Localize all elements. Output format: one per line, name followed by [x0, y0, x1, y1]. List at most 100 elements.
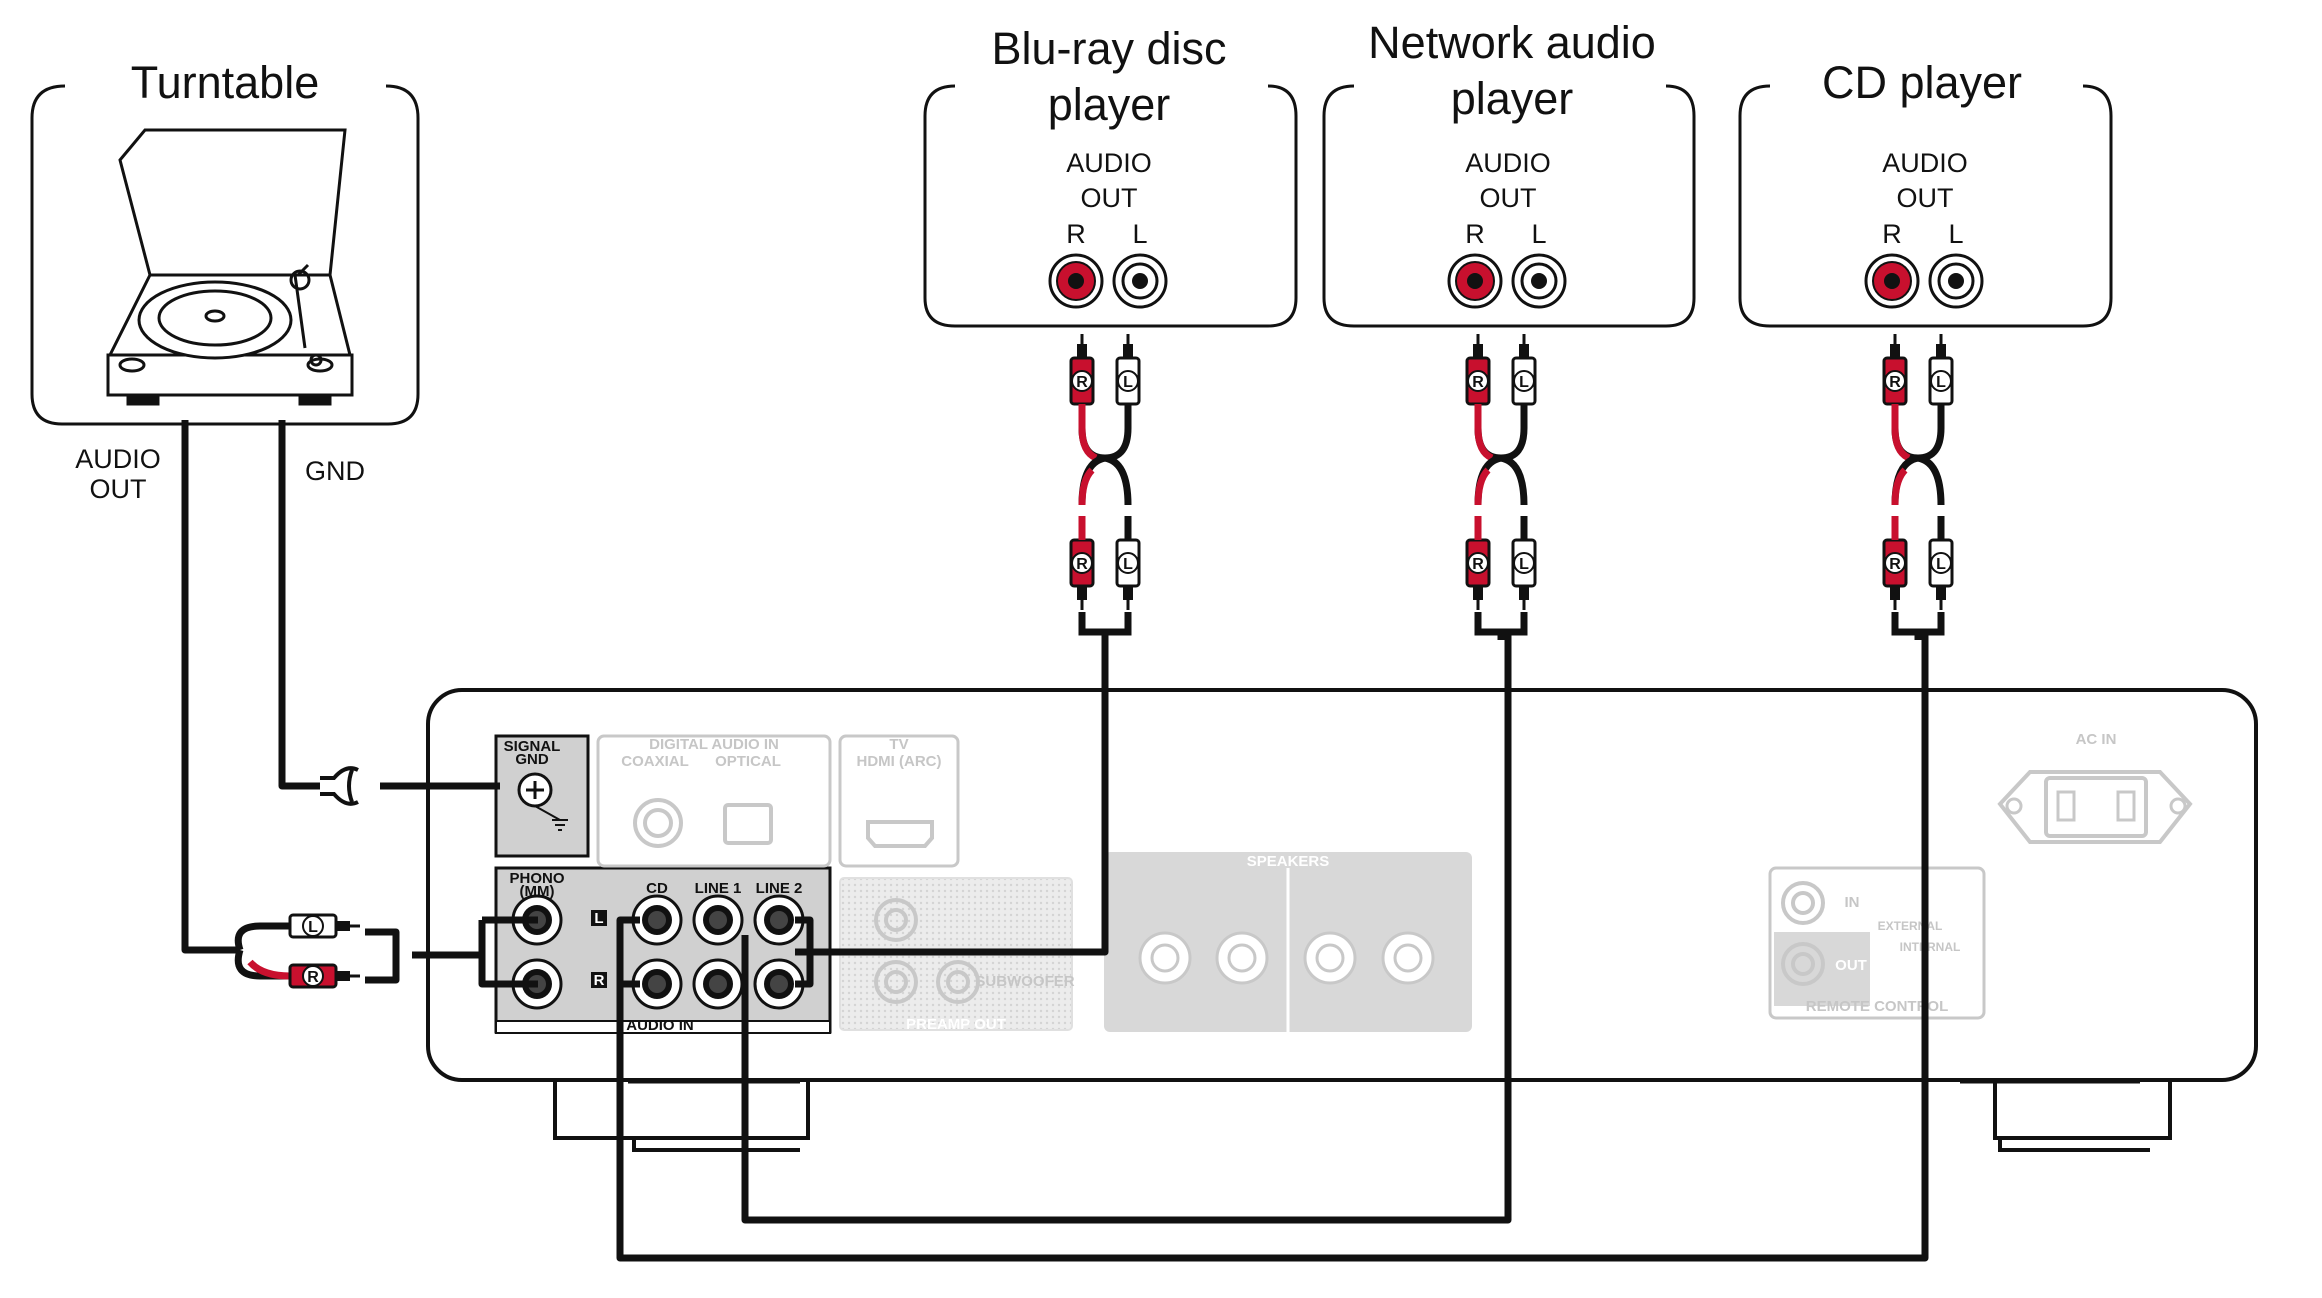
hdmi-arc-label: HDMI (ARC): [857, 753, 942, 770]
turntable-audio-out-line1: AUDIO: [75, 444, 161, 474]
tv-hdmi-block: TV HDMI (ARC): [838, 734, 960, 868]
bluray-audio-label: AUDIO: [1066, 148, 1152, 178]
internal-label: INTERNAL: [1900, 940, 1961, 954]
channel-l-label: L: [594, 910, 603, 927]
digital-audio-in-block: DIGITAL AUDIO IN COAXIAL OPTICAL: [596, 734, 832, 868]
cd-r-label: R: [1882, 219, 1902, 249]
phono-label-1: PHONO: [509, 870, 564, 887]
external-label: EXTERNAL: [1878, 919, 1943, 933]
network-audio-device: Network audio player AUDIO OUT R L: [1322, 17, 1696, 328]
network-jack-l: [1511, 253, 1567, 309]
turntable-audio-out-line2: OUT: [90, 474, 147, 504]
network-out-label: OUT: [1480, 183, 1537, 213]
line2-input-label: LINE 2: [756, 880, 803, 897]
bluray-out-label: OUT: [1081, 183, 1138, 213]
cable-routing: [181, 420, 1929, 1262]
remote-control-label: REMOTE CONTROL: [1806, 998, 1949, 1015]
line1-input-label: LINE 1: [695, 880, 742, 897]
audio-in-block: AUDIO IN PHONO (MM) CD LINE 1 LINE 2 L R: [494, 866, 832, 1034]
rca-plug-red: R: [288, 963, 360, 989]
preamp-out-label: PREAMP OUT: [906, 1016, 1006, 1033]
amplifier-rear-panel: SIGNAL GND AUDIO IN PHONO (MM) CD LINE 1…: [426, 688, 2258, 1152]
speakers-block: SPEAKERS: [1104, 852, 1472, 1032]
audio-in-label: AUDIO IN: [626, 1017, 694, 1034]
bluray-jack-l: [1112, 253, 1168, 309]
subwoofer-label: SUBWOOFER: [975, 973, 1074, 990]
plug-letter: R: [1076, 556, 1088, 573]
rca-plug-white: L: [1511, 334, 1537, 428]
channel-r-label: R: [594, 972, 605, 989]
plug-letter: L: [1936, 374, 1946, 391]
plug-letter: L: [1123, 374, 1133, 391]
turntable-icon: [106, 128, 354, 406]
tv-label: TV: [889, 736, 908, 753]
cd-input-label: CD: [646, 880, 668, 897]
source-cable: R L R L: [1465, 334, 1537, 640]
plug-letter: R: [307, 969, 319, 986]
signal-gnd-terminal-block: SIGNAL GND: [494, 734, 590, 858]
rca-plug-white: L: [288, 913, 360, 939]
bluray-jack-r: [1048, 253, 1104, 309]
network-jack-r: [1447, 253, 1503, 309]
bluray-title-line1: Blu-ray disc: [991, 23, 1226, 74]
plug-letter: R: [1472, 374, 1484, 391]
digital-audio-in-label: DIGITAL AUDIO IN: [649, 736, 779, 753]
bluray-title-line2: player: [1048, 79, 1171, 130]
cd-jack-l: [1928, 253, 1984, 309]
remote-control-block: IN OUT EXTERNAL INTERNAL REMOTE CONTROL: [1768, 866, 1986, 1020]
amp-rca-jack: [692, 894, 744, 946]
turntable-device: Turntable AUDIO OUT GND: [30, 57, 420, 504]
amp-rca-jack: [631, 958, 683, 1010]
turntable-gnd-label: GND: [305, 456, 365, 486]
amp-rca-jack: [692, 958, 744, 1010]
rca-plug-white: L: [1928, 516, 1954, 610]
plug-letter: R: [1889, 556, 1901, 573]
plug-letter: R: [1076, 374, 1088, 391]
plug-letter: L: [1519, 556, 1529, 573]
rca-plug-red: R: [1069, 516, 1095, 610]
rca-plug-white: L: [1115, 516, 1141, 610]
turntable-rca-plugs: LR: [234, 913, 360, 989]
cd-jack-r: [1864, 253, 1920, 309]
network-title-line2: player: [1451, 73, 1574, 124]
rca-plug-red: R: [1465, 334, 1491, 428]
hdmi-port: [866, 820, 934, 848]
plug-letter: R: [1472, 556, 1484, 573]
plug-letter: L: [1519, 374, 1529, 391]
cd-title: CD player: [1822, 57, 2022, 108]
network-r-label: R: [1465, 219, 1485, 249]
amp-rca-jack: [753, 894, 805, 946]
cd-player-device: CD player AUDIO OUT R L: [1738, 57, 2113, 328]
rca-plug-white: L: [1115, 334, 1141, 428]
rca-plug-red: R: [1882, 334, 1908, 428]
phono-label-2: (MM): [520, 883, 555, 900]
signal-gnd-label-2: GND: [515, 751, 549, 768]
turntable-title: Turntable: [131, 57, 319, 108]
gnd-spade-connector: [320, 766, 359, 806]
network-title-line1: Network audio: [1368, 17, 1656, 68]
source-cable: R L R L: [1882, 334, 1954, 640]
coaxial-label: COAXIAL: [621, 753, 689, 770]
source-cable: R L R L: [1069, 334, 1141, 640]
signal-gnd-label-1: SIGNAL: [504, 738, 561, 755]
cd-out-label: OUT: [1897, 183, 1954, 213]
network-audio-label: AUDIO: [1465, 148, 1551, 178]
rca-plug-white: L: [1928, 334, 1954, 428]
optical-label: OPTICAL: [715, 753, 781, 770]
remote-in-label: IN: [1845, 894, 1860, 911]
cd-audio-label: AUDIO: [1882, 148, 1968, 178]
plug-letter: L: [1936, 556, 1946, 573]
coaxial-jack: [633, 798, 683, 848]
rca-plug-red: R: [1069, 334, 1095, 428]
rca-plug-red: R: [1882, 516, 1908, 610]
plug-letter: L: [308, 919, 318, 936]
network-l-label: L: [1531, 219, 1546, 249]
remote-out-label: OUT: [1835, 957, 1867, 974]
ac-in-label: AC IN: [2076, 731, 2117, 748]
plug-letter: R: [1889, 374, 1901, 391]
cd-l-label: L: [1948, 219, 1963, 249]
bluray-device: Blu-ray disc player AUDIO OUT R L: [923, 23, 1298, 328]
plug-letter: L: [1123, 556, 1133, 573]
amp-rca-jack: [753, 958, 805, 1010]
